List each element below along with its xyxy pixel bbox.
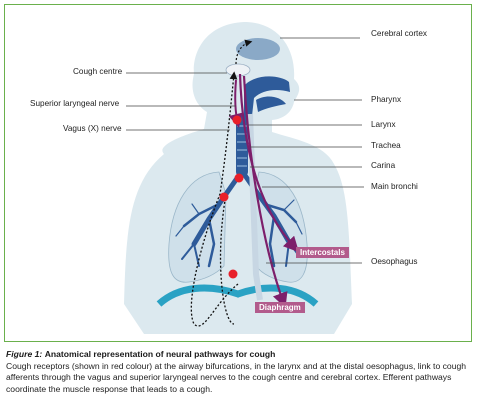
- anatomy-diagram: [124, 22, 364, 334]
- label-superior-laryngeal-nerve: Superior laryngeal nerve: [30, 99, 120, 108]
- label-vagus-nerve: Vagus (X) nerve: [63, 124, 122, 133]
- label-oesophagus: Oesophagus: [371, 257, 418, 266]
- cortex-afferent: [235, 39, 253, 65]
- label-intercostals: Intercostals: [296, 247, 349, 258]
- receptor-larynx: [232, 115, 242, 125]
- label-larynx: Larynx: [371, 120, 396, 129]
- label-pharynx: Pharynx: [371, 95, 402, 104]
- label-main-bronchi: Main bronchi: [371, 182, 418, 191]
- efferent-diaphragm: [242, 75, 288, 309]
- caption-body: Cough receptors (shown in red colour) at…: [6, 360, 467, 394]
- diaphragm-shape: [156, 284, 319, 307]
- afferent-pathway-2: [219, 193, 235, 325]
- label-diaphragm: Diaphragm: [255, 302, 305, 313]
- cerebral-cortex-shape: [236, 38, 280, 60]
- caption-title: Figure 1: Anatomical representation of n…: [6, 349, 472, 361]
- label-cough-centre: Cough centre: [73, 67, 123, 76]
- label-trachea: Trachea: [371, 141, 401, 150]
- label-carina: Carina: [371, 161, 396, 170]
- label-cerebral-cortex: Cerebral cortex: [371, 29, 427, 38]
- cough-receptors: [219, 115, 244, 279]
- caption-title-text: Anatomical representation of neural path…: [44, 349, 276, 359]
- leader-lines: [126, 37, 364, 264]
- pharynx-shape: [244, 76, 290, 116]
- caption-figure-label: Figure 1:: [6, 349, 43, 359]
- receptor-carina: [234, 173, 244, 183]
- receptor-bronchus: [219, 192, 229, 202]
- receptor-oesophagus: [228, 269, 238, 279]
- oral-cavity: [256, 96, 286, 112]
- cough-centre-shape: [225, 63, 251, 77]
- figure-caption: Figure 1: Anatomical representation of n…: [6, 349, 472, 395]
